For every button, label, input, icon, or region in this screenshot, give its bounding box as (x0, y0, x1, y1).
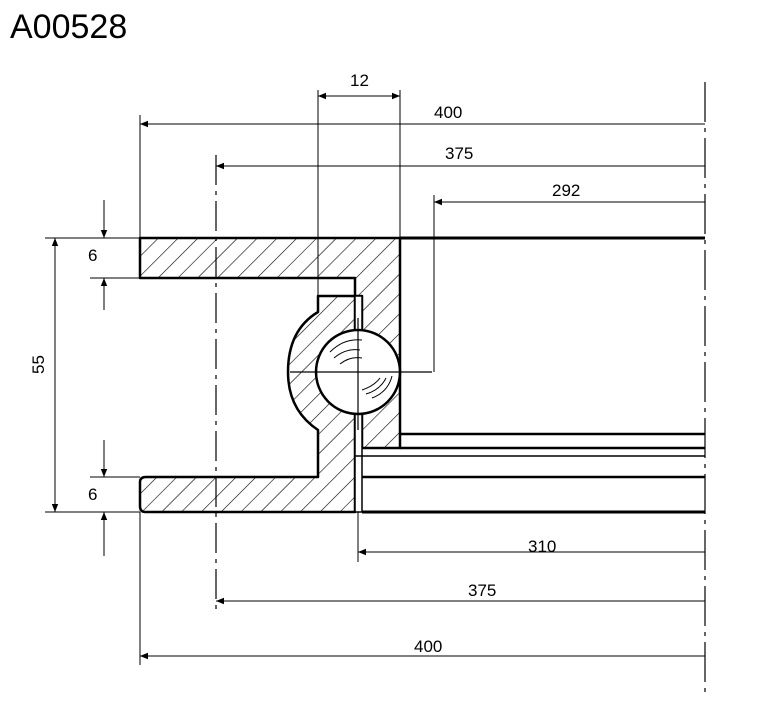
dim-flange-bottom: 6 (88, 485, 97, 504)
inner-ring-section (138, 294, 357, 514)
dim-height: 55 (29, 355, 48, 374)
drawing-id: A00528 (10, 8, 128, 46)
dim-inner-top: 292 (552, 181, 580, 200)
dimension-lines (51, 92, 705, 660)
dim-pitch-bottom: 375 (468, 581, 496, 600)
extension-lines (45, 90, 435, 665)
dim-outer-top: 400 (434, 103, 462, 122)
ring-body-lines (355, 236, 705, 514)
dim-pitch-top: 375 (445, 144, 473, 163)
dim-ball-diameter: 12 (350, 71, 369, 90)
dim-inner-bottom: 310 (528, 537, 556, 556)
dim-flange-top: 6 (88, 246, 97, 265)
dim-outer-bottom: 400 (414, 637, 442, 656)
centre-lines (215, 82, 706, 692)
ball-shading (329, 339, 393, 399)
